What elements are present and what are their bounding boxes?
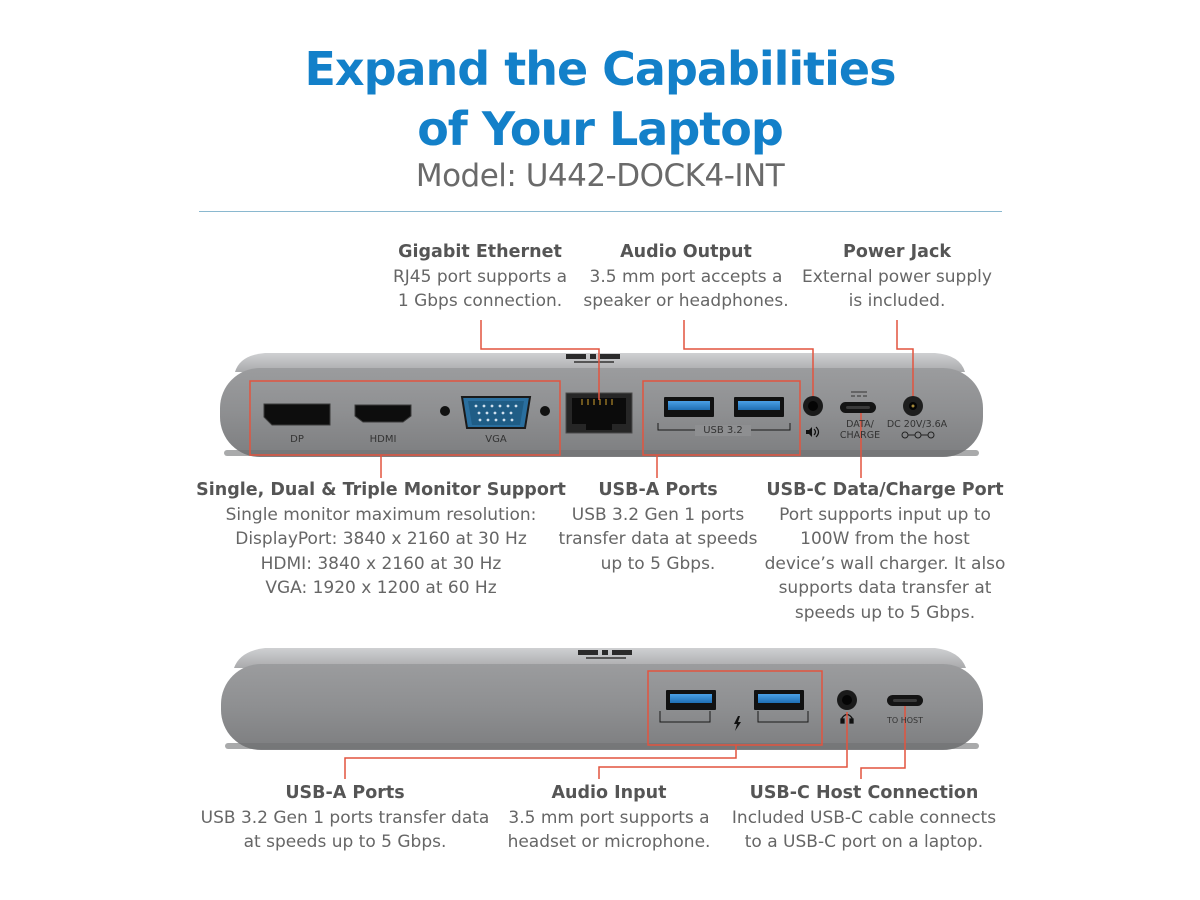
callout-title: Gigabit Ethernet	[398, 242, 562, 262]
callout-usb-c-data-charge: USB-C Data/Charge Port Port supports inp…	[760, 478, 1010, 625]
callout-line: is included.	[848, 291, 946, 311]
callout-title: Power Jack	[843, 242, 951, 262]
callout-line: 100W from the host	[800, 529, 970, 549]
speaker-icon	[806, 426, 820, 438]
callout-line: to a USB-C port on a laptop.	[744, 832, 984, 852]
callout-line: transfer data at speeds	[558, 529, 758, 549]
page-title: Expand the Capabilities	[304, 42, 896, 96]
callout-title: USB-C Host Connection	[749, 783, 979, 803]
callout-monitor-support: Single, Dual & Triple Monitor Support Si…	[196, 478, 566, 601]
callout-line: headset or microphone.	[507, 832, 711, 852]
brand-logo	[566, 354, 620, 363]
ethernet-leader	[480, 320, 600, 400]
callout-line: External power supply	[802, 266, 992, 287]
video-ports-highlight	[249, 380, 561, 456]
callout-line: RJ45 port supports a	[392, 266, 568, 287]
callout-line: Included USB-C cable connects	[731, 807, 997, 828]
callout-line: USB 3.2 Gen 1 ports	[571, 504, 745, 525]
callout-audio-input: Audio Input 3.5 mm port supports a heads…	[500, 781, 718, 855]
callout-title: USB-A Ports	[598, 480, 718, 500]
callout-gigabit-ethernet: Gigabit Ethernet RJ45 port supports a 1 …	[372, 240, 588, 314]
callout-title: Audio Input	[551, 783, 667, 803]
front-leader-lines	[380, 320, 914, 478]
callout-audio-output: Audio Output 3.5 mm port accepts a speak…	[576, 240, 796, 314]
callout-line: 3.5 mm port supports a	[508, 807, 710, 828]
audio-output-leader	[683, 320, 814, 396]
callout-line: device’s wall charger. It also	[764, 553, 1006, 574]
callout-usb-c-host: USB-C Host Connection Included USB-C cab…	[728, 781, 1000, 855]
front-usb-highlight	[642, 380, 801, 456]
callout-line: speaker or headphones.	[583, 291, 789, 311]
page-title-line2: of Your Laptop	[417, 102, 784, 156]
hdmi-label: HDMI	[369, 434, 397, 445]
callout-title: USB-A Ports	[285, 783, 405, 803]
callout-title: USB-C Data/Charge Port	[766, 480, 1004, 500]
vga-label: VGA	[485, 434, 507, 445]
callout-line: VGA: 1920 x 1200 at 60 Hz	[265, 578, 497, 598]
title-divider	[199, 211, 1002, 212]
charge-label: CHARGE	[839, 430, 881, 441]
dp-label: DP	[290, 434, 304, 445]
power-jack-leader	[896, 320, 914, 396]
callout-line: supports data transfer at	[778, 578, 992, 598]
callout-line: DisplayPort: 3840 x 2160 at 30 Hz	[235, 529, 527, 549]
model-number: Model: U442-DOCK4-INT	[415, 158, 785, 194]
callout-power-jack: Power Jack External power supply is incl…	[794, 240, 1000, 314]
displayport-port	[263, 403, 331, 426]
callout-line: speeds up to 5 Gbps.	[794, 602, 976, 623]
usb32-label: USB 3.2	[695, 425, 751, 436]
callout-front-usb-a: USB-A Ports USB 3.2 Gen 1 ports transfer…	[553, 478, 763, 576]
front-panel-device	[220, 353, 983, 457]
callout-line: 1 Gbps connection.	[397, 291, 563, 311]
callout-back-usb-a: USB-A Ports USB 3.2 Gen 1 ports transfer…	[195, 781, 495, 855]
brand-logo	[578, 650, 632, 659]
back-device-face	[221, 664, 983, 750]
lightning-icon	[734, 716, 741, 731]
back-panel-device	[221, 648, 983, 750]
back-usb-highlight	[647, 670, 823, 746]
callout-line: up to 5 Gbps.	[600, 553, 716, 574]
callout-line: USB 3.2 Gen 1 ports transfer data	[200, 807, 490, 828]
to-host-label: TO HOST	[886, 716, 923, 725]
dc-polarity-icon	[901, 431, 935, 439]
callout-line: 3.5 mm port accepts a	[589, 266, 783, 287]
callout-title: Audio Output	[620, 242, 752, 262]
dc-rating-label: DC 20V/3.6A	[886, 419, 948, 430]
vga-screw-left	[440, 406, 450, 416]
dc-symbol-icon	[851, 391, 867, 397]
audio-input-leader	[598, 712, 848, 779]
hdmi-port	[354, 404, 412, 423]
back-usb-a-leader	[344, 745, 737, 779]
callout-title: Single, Dual & Triple Monitor Support	[196, 480, 566, 500]
callout-line: Single monitor maximum resolution:	[225, 504, 537, 525]
back-leader-lines	[344, 706, 906, 779]
callout-line: Port supports input up to	[779, 504, 991, 525]
data-label: DATA/	[846, 419, 874, 430]
callout-line: at speeds up to 5 Gbps.	[243, 832, 447, 852]
usb-c-host-leader	[860, 706, 906, 779]
callout-line: HDMI: 3840 x 2160 at 30 Hz	[260, 553, 502, 574]
vga-screw-right	[540, 406, 550, 416]
